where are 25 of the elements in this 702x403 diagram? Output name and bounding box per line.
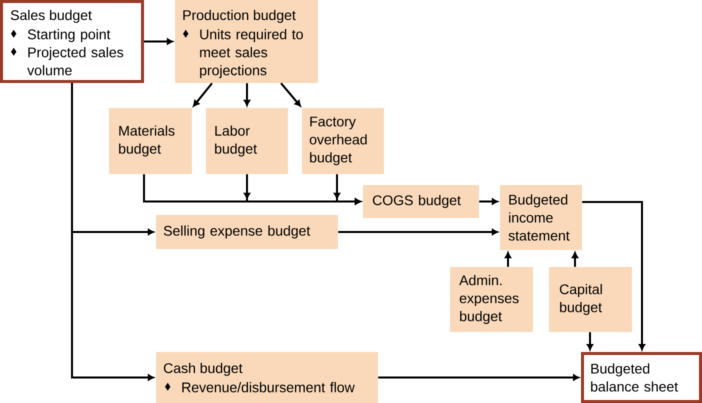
outlined-box: Sales budget Starting point Projected sales volume <box>0 0 144 83</box>
arrow <box>504 252 512 267</box>
arrow <box>71 83 154 381</box>
arrow <box>193 82 213 107</box>
arrow <box>334 174 362 205</box>
process-box: Admin. expenses budget <box>450 267 533 332</box>
process-box: Cash budget Revenue/disbursement flow <box>156 352 378 403</box>
arrow <box>479 198 498 205</box>
process-box: Production budget Units required to meet sales projections <box>175 0 318 83</box>
arrow <box>586 332 594 350</box>
arrow <box>338 228 498 236</box>
arrow <box>280 82 301 107</box>
arrow <box>582 201 646 350</box>
process-box: Budgeted income statement <box>500 185 582 250</box>
outlined-box: Budgeted balance sheet <box>581 352 702 403</box>
process-box: Selling expense budget <box>156 215 338 249</box>
process-box: Materials budget <box>109 108 192 174</box>
process-box: Factory overhead budget <box>302 108 384 174</box>
arrow <box>572 252 578 267</box>
process-box: COGS budget <box>363 185 479 218</box>
arrow <box>144 38 174 45</box>
process-box: Capital budget <box>549 267 632 332</box>
arrow <box>244 83 250 106</box>
process-box: Labor budget <box>206 108 288 174</box>
arrow <box>378 374 580 381</box>
